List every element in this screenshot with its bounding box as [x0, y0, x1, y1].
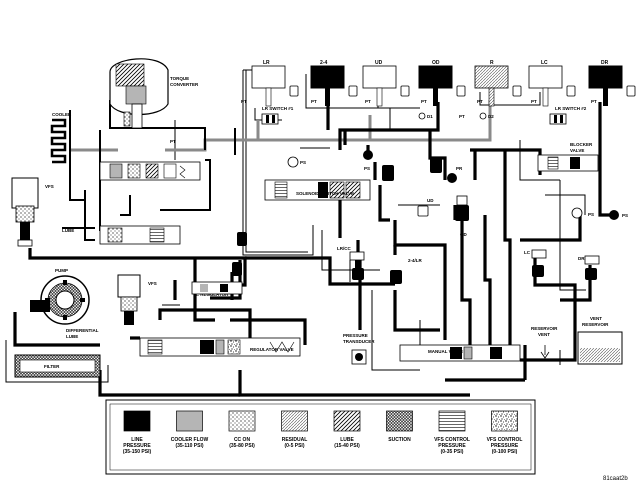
- clutch-dr: [588, 65, 623, 89]
- clutch-row: LR 2-4 UD OD R LC DR: [251, 60, 636, 107]
- svg-text:PUMP: PUMP: [55, 268, 68, 273]
- filter: FILTER: [5, 340, 109, 383]
- svg-text:PT: PT: [531, 99, 537, 104]
- clutch-label-dr: DR: [601, 60, 609, 66]
- legend-label-3: RESIDUAL(0-5 PSI): [282, 437, 308, 449]
- legend-swatch-6: [438, 410, 466, 432]
- legend-label-1: COOLER FLOW(35-110 PSI): [171, 437, 209, 449]
- svg-text:PS: PS: [364, 166, 370, 171]
- svg-text:LR SWITCH #2: LR SWITCH #2: [555, 106, 587, 111]
- lube-label: LUBE: [62, 228, 74, 233]
- clutch-r: [474, 65, 509, 89]
- pump: PUMP: [13, 268, 100, 347]
- d2-ball: [479, 112, 487, 120]
- clutch-label-2-4: 2-4: [320, 60, 327, 66]
- clutch-label-od: OD: [432, 60, 440, 66]
- solenoid-switch-valve: SOLENOID SWITCH VALVE: [264, 179, 371, 201]
- cooler: COOLER: [50, 112, 72, 164]
- svg-text:UD: UD: [427, 198, 434, 203]
- svg-text:SOLENOID SWITCH VALVE: SOLENOID SWITCH VALVE: [296, 191, 354, 196]
- d1-label: D1: [427, 114, 433, 119]
- svg-text:COOLER: COOLER: [52, 112, 72, 117]
- legend-swatch-7: [491, 410, 518, 432]
- lr-switch-1: LR SWITCH #1: [261, 106, 294, 125]
- svg-text:DR: DR: [578, 256, 585, 261]
- clutch-ud: [362, 65, 397, 89]
- legend-swatch-4: [333, 410, 361, 432]
- svg-text:FILTER: FILTER: [44, 364, 60, 369]
- svg-text:PT: PT: [365, 99, 371, 104]
- clutch-label-lc: LC: [541, 60, 548, 66]
- d2-label: D2: [488, 114, 494, 119]
- line-pressure-lines: [28, 102, 610, 397]
- pt-labels: PT PT PT PT PT PT PT PT PT: [170, 99, 597, 144]
- legend-swatch-3: [281, 410, 308, 432]
- clutch-label-r: R: [490, 60, 494, 66]
- legend-label-5: SUCTION: [388, 437, 411, 443]
- legend-label-4: LUBE(15-40 PSI): [334, 437, 360, 449]
- svg-text:LC: LC: [524, 250, 531, 255]
- vfs-solenoid-left: VFS: [11, 177, 54, 247]
- svg-text:REGULATOR VALVE: REGULATOR VALVE: [250, 347, 294, 352]
- svg-text:PT: PT: [591, 99, 597, 104]
- svg-text:VFS: VFS: [45, 184, 54, 189]
- figure-id: 81caat2b: [603, 476, 628, 482]
- svg-text:2-4/LR: 2-4/LR: [408, 258, 423, 263]
- svg-text:LR SWITCH #1: LR SWITCH #1: [262, 106, 294, 111]
- legend-swatch-1: [176, 410, 203, 432]
- clutch-label-lr: LR: [263, 60, 270, 66]
- vfs-control-lines: [162, 69, 586, 371]
- legend-swatch-5: [386, 410, 413, 432]
- svg-text:VFS: VFS: [148, 281, 157, 286]
- cc-switch-valve: CC SWITCH: [99, 161, 201, 181]
- cc-control-valve: CC CONTROL: [99, 225, 181, 245]
- legend-label-2: CC ON(35-80 PSI): [229, 437, 255, 449]
- svg-text:OD: OD: [460, 232, 468, 237]
- svg-text:MANUAL VALVE: MANUAL VALVE: [428, 349, 463, 354]
- svg-text:PR: PR: [456, 166, 463, 171]
- svg-text:PS: PS: [622, 213, 628, 218]
- svg-text:LR/CC: LR/CC: [337, 246, 351, 251]
- svg-text:PS: PS: [588, 212, 594, 217]
- vfs-pump-solenoid: VFS: [117, 274, 157, 325]
- lr-switch-2: LR SWITCH #2: [549, 106, 587, 125]
- svg-text:PT: PT: [459, 114, 465, 119]
- svg-text:PT: PT: [170, 139, 176, 144]
- legend-swatch-0: [123, 410, 151, 432]
- svg-text:TC REGULATOR: TC REGULATOR: [193, 292, 229, 297]
- clutch-label-ud: UD: [375, 60, 383, 66]
- clutch-od: [418, 65, 453, 89]
- clutch-2-4: [310, 65, 345, 89]
- legend-swatch-2: [228, 410, 256, 432]
- clutch-lc: [528, 65, 563, 89]
- small-valves: LR/CC 2-4/LR LC DR UD OD PR PS PS PS PS: [232, 150, 628, 284]
- clutch-lr: [251, 65, 286, 89]
- svg-text:PT: PT: [477, 99, 483, 104]
- svg-text:PT: PT: [311, 99, 317, 104]
- svg-text:PT: PT: [241, 99, 247, 104]
- manual-valve: MANUAL VALVE: [399, 344, 521, 362]
- svg-text:PT: PT: [421, 99, 427, 104]
- tc-regulator: TC REGULATOR: [191, 281, 243, 297]
- regulator-valve: REGULATOR VALVE: [139, 337, 301, 357]
- accumulator-icons: [289, 85, 636, 97]
- svg-text:PS: PS: [300, 160, 306, 165]
- d1-ball: [418, 112, 426, 120]
